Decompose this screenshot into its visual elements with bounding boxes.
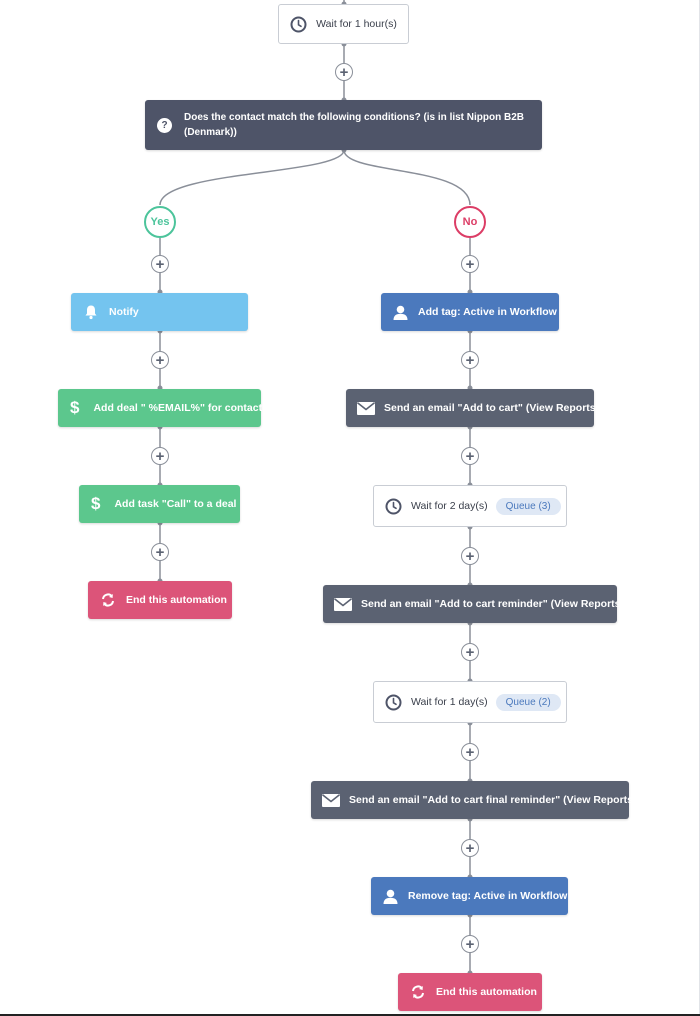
add-deal-label: Add deal " %EMAIL%" for contact (93, 402, 263, 414)
bell-icon (83, 304, 99, 320)
condition-step[interactable]: ? Does the contact match the following c… (145, 100, 542, 150)
wait-2-days-label: Wait for 2 day(s) (411, 500, 488, 512)
add-tag-step[interactable]: Add tag: Active in Workflow (381, 293, 559, 331)
wait-1-hour-label: Wait for 1 hour(s) (316, 18, 397, 30)
no-branch-badge: No (454, 206, 486, 238)
send-email-label: Send an email "Add to cart" (View Report… (384, 402, 600, 414)
clock-icon (385, 498, 402, 515)
add-task-step[interactable]: $ Add task "Call" to a deal (79, 485, 240, 523)
send-email-label: Send an email "Add to cart final reminde… (349, 794, 637, 806)
end-automation-label: End this automation (436, 986, 537, 998)
send-email-reminder-step[interactable]: Send an email "Add to cart reminder" (Vi… (323, 585, 624, 623)
add-step-button[interactable]: + (151, 351, 169, 369)
condition-label: Does the contact match the following con… (184, 112, 525, 138)
add-step-button[interactable]: + (461, 255, 479, 273)
dollar-icon: $ (91, 494, 101, 513)
remove-tag-step[interactable]: Remove tag: Active in Workflow (371, 877, 568, 915)
add-step-button[interactable]: + (151, 255, 169, 273)
wait-1-hour-step[interactable]: Wait for 1 hour(s) (278, 4, 409, 44)
end-automation-step-yes[interactable]: End this automation (88, 581, 232, 619)
add-step-button[interactable]: + (461, 351, 479, 369)
notify-label: Notify (109, 306, 139, 318)
dollar-icon: $ (70, 398, 80, 417)
add-step-button[interactable]: + (461, 547, 479, 565)
send-email-add-to-cart-step[interactable]: Send an email "Add to cart" (View Report… (346, 389, 599, 427)
add-step-button[interactable]: + (151, 447, 169, 465)
wait-1-day-label: Wait for 1 day(s) (411, 696, 488, 708)
add-tag-label: Add tag: Active in Workflow (418, 306, 557, 318)
envelope-icon (357, 401, 375, 415)
queue-badge[interactable]: Queue (2) (495, 693, 561, 711)
user-icon (392, 304, 409, 321)
end-automation-label: End this automation (126, 594, 227, 606)
refresh-icon (410, 984, 426, 1000)
wait-2-days-step[interactable]: Wait for 2 day(s) Queue (3) (373, 485, 567, 527)
add-deal-step[interactable]: $ Add deal " %EMAIL%" for contact (58, 389, 263, 427)
send-email-label: Send an email "Add to cart reminder" (Vi… (361, 598, 624, 610)
add-step-button[interactable]: + (151, 543, 169, 561)
add-task-label: Add task "Call" to a deal (114, 498, 237, 510)
add-step-button[interactable]: + (461, 447, 479, 465)
clock-icon (385, 694, 402, 711)
user-icon (382, 888, 399, 905)
add-step-button[interactable]: + (461, 839, 479, 857)
question-icon: ? (157, 117, 172, 133)
connector-no-curve (343, 149, 471, 206)
yes-branch-badge: Yes (144, 206, 176, 238)
envelope-icon (322, 793, 340, 807)
clock-icon (290, 16, 307, 33)
refresh-icon (100, 592, 116, 608)
remove-tag-label: Remove tag: Active in Workflow (408, 890, 568, 902)
wait-1-day-step[interactable]: Wait for 1 day(s) Queue (2) (373, 681, 567, 723)
connector-yes-curve (159, 149, 345, 206)
add-step-button[interactable]: + (461, 743, 479, 761)
add-step-button[interactable]: + (461, 935, 479, 953)
send-email-final-reminder-step[interactable]: Send an email "Add to cart final reminde… (311, 781, 637, 819)
envelope-icon (334, 597, 352, 611)
add-step-button[interactable]: + (335, 63, 353, 81)
canvas-bottom-edge (0, 1014, 700, 1016)
end-automation-step-no[interactable]: End this automation (398, 973, 542, 1011)
queue-badge[interactable]: Queue (3) (495, 497, 561, 515)
add-step-button[interactable]: + (461, 643, 479, 661)
notify-step[interactable]: Notify (71, 293, 248, 331)
